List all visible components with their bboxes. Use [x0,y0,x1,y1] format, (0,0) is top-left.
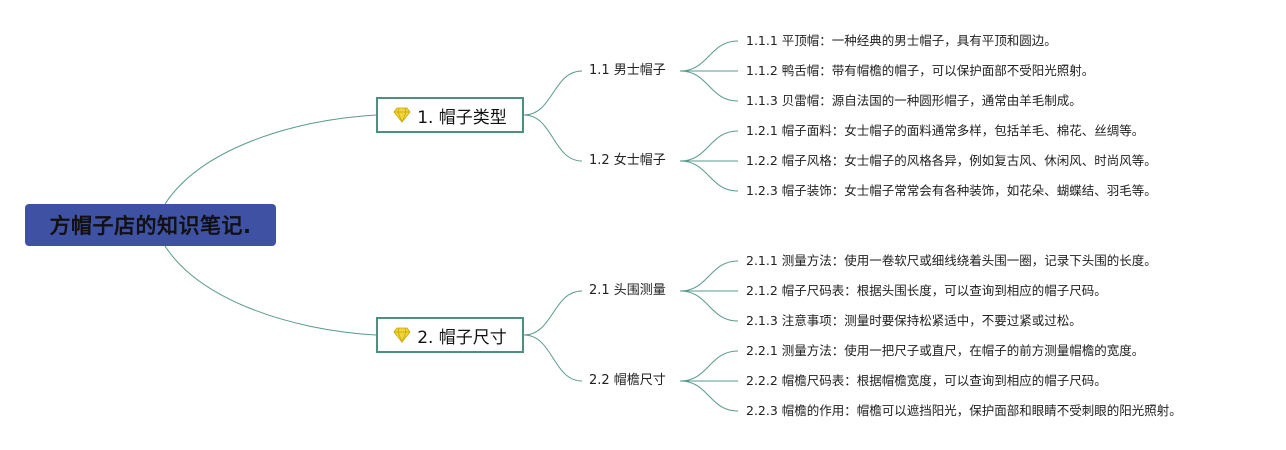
connector-sub-leaf [679,290,739,322]
connector-sub-leaf [679,380,739,412]
connector-branch-sub [523,290,583,336]
gem-icon [393,327,411,343]
sub-node-womens-hats[interactable]: 1.2 女士帽子 [589,153,666,168]
branch-label: 1. 帽子类型 [417,107,507,128]
leaf-node[interactable]: 2.2.2 帽檐尺码表：根据帽檐宽度，可以查询到相应的帽子尺码。 [746,373,1107,388]
leaf-node[interactable]: 2.1.1 测量方法：使用一卷软尺或细线绕着头围一圈，记录下头围的长度。 [746,253,1157,268]
leaf-node[interactable]: 2.2.1 测量方法：使用一把尺子或直尺，在帽子的前方测量帽檐的宽度。 [746,343,1145,358]
leaf-node[interactable]: 2.1.3 注意事项：测量时要保持松紧适中，不要过紧或过松。 [746,313,1082,328]
root-label: 方帽子店的知识笔记. [49,214,252,238]
connector-sub-leaf [679,40,739,72]
connector-root-branch [164,245,377,336]
leaf-node[interactable]: 2.2.3 帽檐的作用：帽檐可以遮挡阳光，保护面部和眼睛不受刺眼的阳光照射。 [746,403,1182,418]
connector-sub-leaf [679,160,739,192]
gem-icon [393,107,411,123]
sub-node-brim-size[interactable]: 2.2 帽檐尺寸 [589,373,666,388]
connector-sub-leaf [679,130,739,162]
connector-sub-leaf [679,70,739,102]
branch-label: 2. 帽子尺寸 [417,327,507,348]
connector-branch-sub [523,70,583,116]
leaf-node[interactable]: 1.1.2 鸭舌帽：带有帽檐的帽子，可以保护面部不受阳光照射。 [746,63,1095,78]
sub-node-head-measurement[interactable]: 2.1 头围测量 [589,283,666,298]
leaf-node[interactable]: 1.1.3 贝雷帽：源自法国的一种圆形帽子，通常由羊毛制成。 [746,93,1082,108]
leaf-node[interactable]: 1.2.1 帽子面料：女士帽子的面料通常多样，包括羊毛、棉花、丝绸等。 [746,123,1145,138]
root-node[interactable]: 方帽子店的知识笔记. [25,204,276,246]
branch-node-hat-sizes[interactable]: 2. 帽子尺寸 [376,317,524,353]
sub-node-mens-hats[interactable]: 1.1 男士帽子 [589,63,666,78]
branch-node-hat-types[interactable]: 1. 帽子类型 [376,97,524,133]
leaf-node[interactable]: 1.2.3 帽子装饰：女士帽子常常会有各种装饰，如花朵、蝴蝶结、羽毛等。 [746,183,1157,198]
connector-root-branch [164,114,377,205]
connector-sub-leaf [679,260,739,292]
leaf-node[interactable]: 2.1.2 帽子尺码表：根据头围长度，可以查询到相应的帽子尺码。 [746,283,1107,298]
connector-branch-sub [523,334,583,382]
connector-sub-leaf [679,350,739,382]
leaf-node[interactable]: 1.1.1 平顶帽：一种经典的男士帽子，具有平顶和圆边。 [746,33,1057,48]
connector-branch-sub [523,114,583,162]
leaf-node[interactable]: 1.2.2 帽子风格：女士帽子的风格各异，例如复古风、休闲风、时尚风等。 [746,153,1157,168]
